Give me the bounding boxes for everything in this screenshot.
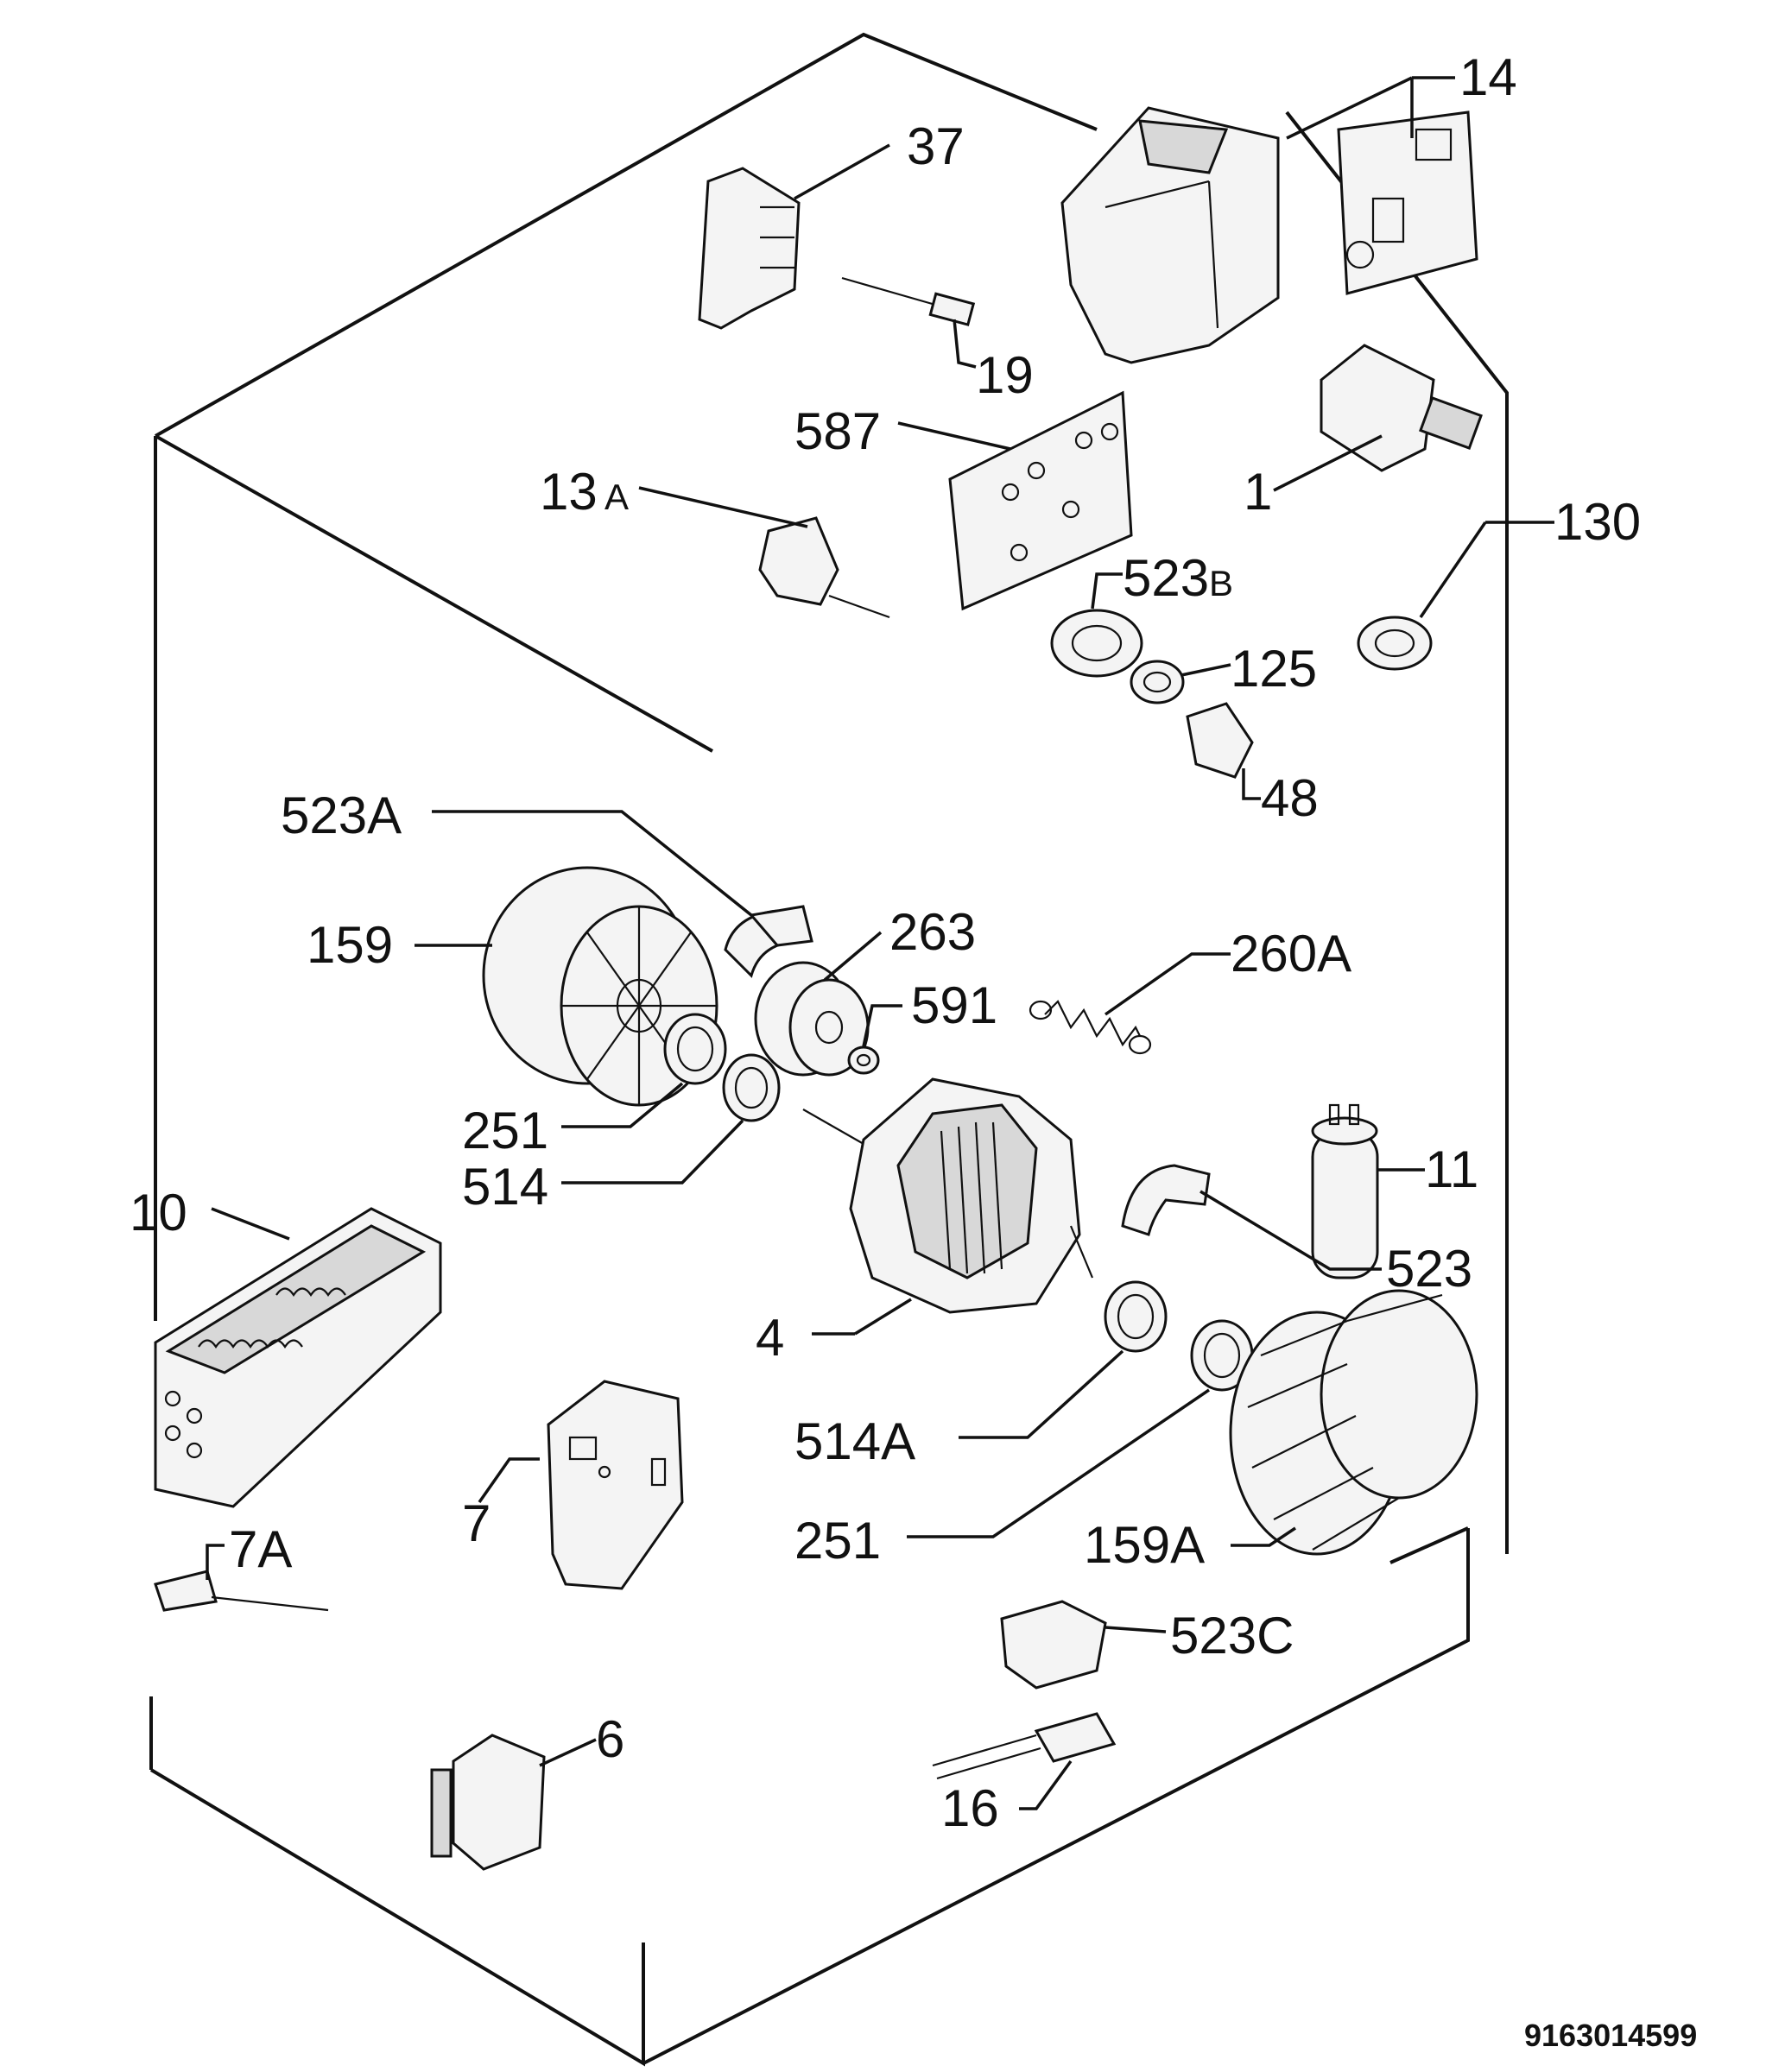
part-260a-spring — [1029, 952, 1231, 1055]
label-1: 1 — [1244, 463, 1272, 521]
part-514a-bearing-ring — [959, 1280, 1168, 1439]
label-19: 19 — [976, 346, 1034, 404]
label-37: 37 — [907, 117, 965, 175]
label-159: 159 — [307, 916, 393, 974]
label-260a: 260A — [1231, 925, 1351, 982]
label-14: 14 — [1459, 48, 1517, 106]
label-16: 16 — [941, 1779, 999, 1837]
label-11: 11 — [1425, 1140, 1478, 1198]
label-48: 48 — [1261, 769, 1319, 827]
part-7-door-lock — [478, 1380, 684, 1590]
label-514a: 514A — [794, 1412, 915, 1470]
part-523b-bracket — [1050, 572, 1143, 678]
part-11-capacitor — [1311, 1103, 1425, 1279]
part-14-electronic-module — [1060, 76, 1478, 364]
label-523c: 523C — [1170, 1607, 1294, 1665]
label-523b-number: 523 — [1123, 549, 1209, 607]
label-130: 130 — [1554, 493, 1641, 551]
part-514-bearing-ring — [561, 1053, 781, 1184]
label-591: 591 — [911, 976, 997, 1034]
part-523a-bracket — [432, 810, 813, 978]
part-587-control-board — [897, 390, 1133, 611]
part-125-ring — [1130, 660, 1231, 704]
label-7a: 7A — [229, 1520, 292, 1578]
part-19-sensor-probe — [841, 276, 977, 369]
part-6-valve — [430, 1734, 597, 1871]
label-251-lower: 251 — [794, 1512, 881, 1570]
label-263: 263 — [889, 903, 976, 961]
label-159a: 159A — [1084, 1516, 1205, 1574]
label-251-upper: 251 — [462, 1102, 548, 1159]
label-13a-suffix: A — [604, 477, 629, 517]
part-1-programme-selector — [1273, 344, 1483, 492]
part-37-connector-block — [698, 143, 890, 330]
part-251-bearing-ring-upper — [561, 1013, 727, 1128]
label-523b-suffix: B — [1209, 563, 1233, 603]
part-591-washer — [847, 1004, 902, 1075]
label-523: 523 — [1386, 1240, 1472, 1298]
part-13a-switch — [638, 486, 890, 619]
label-6: 6 — [596, 1710, 624, 1768]
part-130-gasket — [1357, 521, 1554, 671]
part-523c-bracket — [1000, 1600, 1167, 1690]
label-7: 7 — [462, 1494, 491, 1552]
label-10: 10 — [130, 1184, 187, 1241]
label-514: 514 — [462, 1158, 548, 1216]
label-125: 125 — [1231, 640, 1317, 698]
label-587: 587 — [794, 402, 881, 460]
part-159-fan-wheel — [415, 866, 718, 1107]
part-263-pulley — [754, 931, 883, 1077]
part-523-bracket — [1121, 1164, 1382, 1271]
label-4: 4 — [756, 1309, 784, 1367]
label-13a-number: 13 — [540, 463, 598, 521]
label-523a: 523A — [281, 786, 402, 844]
part-10-heater-element — [154, 1207, 442, 1508]
part-251-bearing-ring-lower — [907, 1319, 1254, 1538]
part-16-sensor-switch — [932, 1712, 1117, 1810]
part-4-motor — [802, 1077, 1094, 1336]
part-159a-fan-wheel — [1229, 1289, 1478, 1556]
part-48-lamp-holder — [1186, 702, 1261, 800]
document-number: 9163014599 — [1524, 2018, 1697, 2053]
part-7a-microswitch — [154, 1544, 329, 1612]
